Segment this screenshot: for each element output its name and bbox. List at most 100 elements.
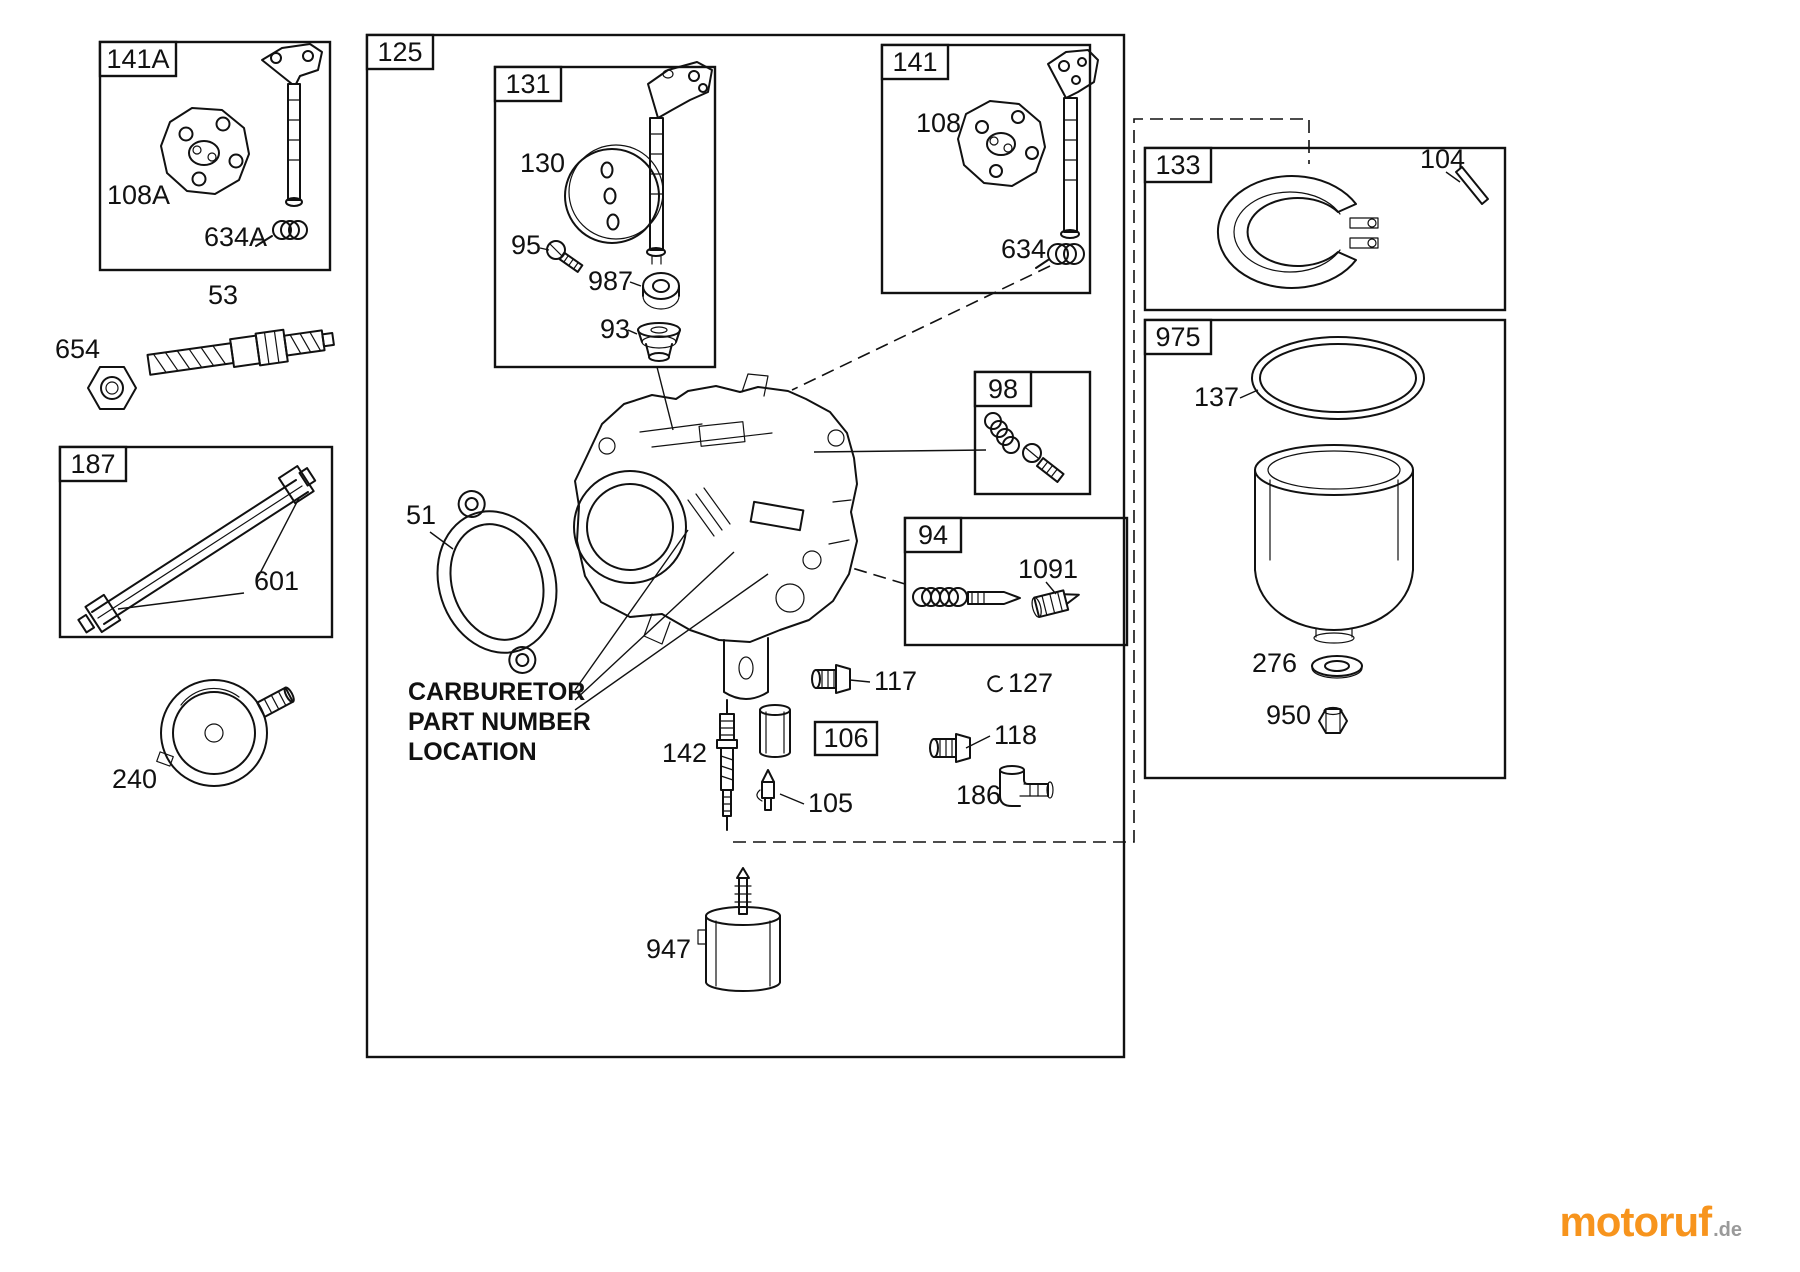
frames: 141A 187 125 131 141 98 94 133 975 106 bbox=[58, 33, 1507, 1059]
frame-133-label: 133 bbox=[1155, 150, 1200, 180]
motoruf-brand-text[interactable]: motoruf bbox=[1559, 1198, 1712, 1245]
leader-105 bbox=[779, 793, 805, 805]
part-106-cylinder bbox=[759, 704, 791, 758]
callout-634a: 634A bbox=[204, 222, 267, 252]
note-line-1: CARBURETOR bbox=[408, 678, 585, 706]
callout-634: 634 bbox=[1001, 234, 1046, 264]
leader-117 bbox=[849, 679, 871, 683]
part-53-shaft bbox=[146, 328, 335, 376]
callout-93: 93 bbox=[600, 314, 630, 344]
part-1091-valve bbox=[1031, 589, 1080, 619]
motoruf-tld-text[interactable]: .de bbox=[1713, 1219, 1742, 1241]
part-131-throttle-shaft bbox=[646, 61, 713, 265]
leader-note-1 bbox=[574, 529, 689, 691]
frame-187 bbox=[58, 445, 334, 639]
frame-141-labelbox bbox=[880, 43, 950, 81]
part-137-bowl-gasket bbox=[1251, 336, 1425, 420]
part-634a-shaft-lever bbox=[255, 43, 323, 247]
part-634-shaft-lever bbox=[1035, 49, 1099, 269]
frame-98-label: 98 bbox=[988, 374, 1018, 404]
part-93-seal bbox=[637, 322, 681, 362]
part-950-nut bbox=[1318, 706, 1348, 734]
frame-94 bbox=[903, 516, 1129, 647]
leader-601-top bbox=[255, 497, 300, 582]
leader-987 bbox=[629, 281, 642, 287]
callout-142: 142 bbox=[662, 738, 707, 768]
part-240-fuel-filter bbox=[156, 679, 295, 787]
part-276-washer bbox=[1311, 655, 1363, 679]
callout-127: 127 bbox=[1008, 668, 1053, 698]
frame-131-label: 131 bbox=[505, 69, 550, 99]
part-118-bowl-screw bbox=[929, 733, 971, 763]
part-127-clip bbox=[987, 675, 1003, 693]
callout-118: 118 bbox=[994, 720, 1037, 750]
frame-141a bbox=[98, 40, 332, 272]
part-51-gasket bbox=[436, 490, 558, 674]
part-187-fuel-hose bbox=[77, 465, 317, 634]
callout-53: 53 bbox=[208, 280, 238, 310]
part-947-solenoid bbox=[697, 867, 781, 992]
callout-labels: 108A 634A 53 654 601 240 130 95 987 93 1… bbox=[55, 108, 1465, 964]
shaft-634-dash-connector bbox=[791, 265, 1051, 391]
part-108-gasket bbox=[957, 100, 1046, 187]
motoruf-watermark[interactable]: motoruf.de bbox=[1559, 1198, 1742, 1246]
callout-105: 105 bbox=[808, 788, 853, 818]
callout-130: 130 bbox=[520, 148, 565, 178]
part-987-bushing bbox=[642, 272, 680, 310]
callout-654: 654 bbox=[55, 334, 100, 364]
leader-note-3 bbox=[574, 573, 769, 711]
frame-106-label: 106 bbox=[823, 723, 868, 753]
callout-51: 51 bbox=[406, 500, 436, 530]
part-float-bowl bbox=[1254, 444, 1414, 644]
frame-975 bbox=[1143, 318, 1507, 780]
assembly-dash-connector bbox=[733, 118, 1310, 843]
note-line-3: LOCATION bbox=[408, 738, 537, 766]
callout-601: 601 bbox=[254, 566, 299, 596]
frame-98 bbox=[973, 370, 1092, 496]
leader-51 bbox=[429, 531, 454, 550]
callout-186: 186 bbox=[956, 780, 1001, 810]
frame-141a-labelbox bbox=[98, 40, 178, 78]
part-142-emulsion-tube bbox=[716, 699, 738, 831]
frame-133-labelbox bbox=[1143, 146, 1213, 184]
frame-98-labelbox bbox=[973, 370, 1033, 408]
part-95-screw bbox=[546, 240, 584, 273]
frame-131 bbox=[493, 65, 717, 369]
callout-95: 95 bbox=[511, 230, 541, 260]
part-carburetor-body bbox=[573, 373, 858, 700]
callout-947: 947 bbox=[646, 934, 691, 964]
frame-141 bbox=[880, 43, 1092, 295]
callout-1091: 1091 bbox=[1018, 554, 1078, 584]
frame-187-label: 187 bbox=[70, 449, 115, 479]
frame-975-labelbox bbox=[1143, 318, 1213, 356]
callout-950: 950 bbox=[1266, 700, 1311, 730]
frame-125-labelbox bbox=[365, 33, 435, 71]
frame-125 bbox=[365, 33, 1126, 1059]
part-98-spring-screw bbox=[984, 412, 1065, 483]
leader-98-to-carb bbox=[813, 449, 987, 453]
callout-137: 137 bbox=[1194, 382, 1239, 412]
frame-141-label: 141 bbox=[892, 47, 937, 77]
frame-975-label: 975 bbox=[1155, 322, 1200, 352]
note-line-2: PART NUMBER bbox=[408, 708, 591, 736]
part-number-location-note: CARBURETOR PART NUMBER LOCATION bbox=[408, 678, 591, 766]
part-104-hinge-pin bbox=[1455, 166, 1489, 205]
leader-note-2 bbox=[574, 551, 735, 701]
leader-93 bbox=[627, 329, 638, 335]
part-94-idle-mixture-set bbox=[912, 587, 1080, 619]
frame-106-labelbox bbox=[813, 720, 879, 757]
connector-lines bbox=[117, 118, 1461, 843]
callout-240: 240 bbox=[112, 764, 157, 794]
leader-601-bottom bbox=[117, 592, 245, 610]
frame-94-label: 94 bbox=[918, 520, 948, 550]
leader-104 bbox=[1445, 171, 1461, 183]
part-654-nut bbox=[87, 366, 137, 410]
callout-117: 117 bbox=[874, 666, 917, 696]
frame-133 bbox=[1143, 146, 1507, 312]
part-133-float bbox=[1216, 175, 1379, 289]
frame-141a-label: 141A bbox=[106, 44, 169, 74]
callout-987: 987 bbox=[588, 266, 633, 296]
leader-131-to-carb bbox=[656, 366, 674, 431]
